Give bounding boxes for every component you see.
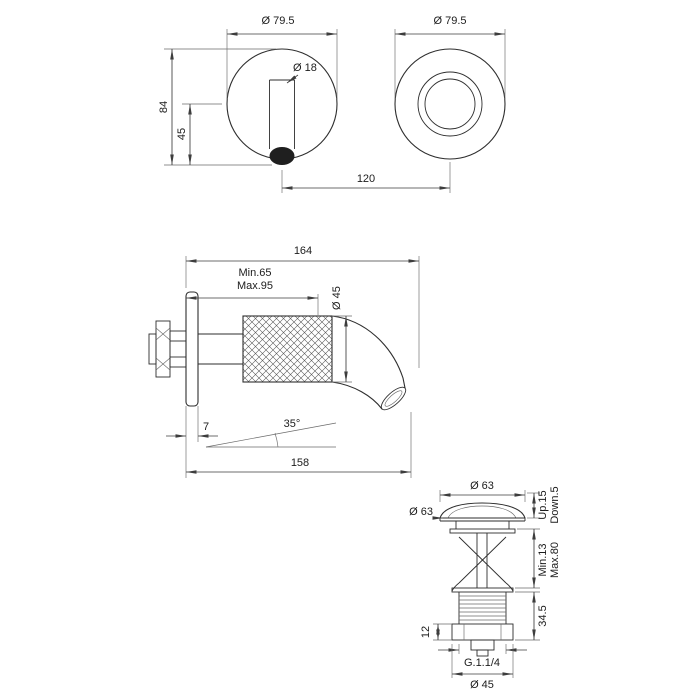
dim-cap-dia-top: Ø 63 bbox=[439, 480, 526, 502]
dim-label-plate-dia-right: Ø 79.5 bbox=[433, 15, 466, 27]
dim-label-cap-dia-top: Ø 63 bbox=[470, 480, 494, 492]
dim-length-total: 164 bbox=[185, 245, 420, 368]
dim-thread-length: 12 bbox=[420, 623, 452, 641]
drain-tail-tip bbox=[476, 649, 489, 657]
dim-label-height-84: 84 bbox=[158, 101, 170, 113]
dim-label-body-height: 34.5 bbox=[537, 605, 549, 626]
dim-label-plate-thickness: 7 bbox=[203, 421, 209, 433]
spout-front-view bbox=[226, 48, 338, 165]
dim-label-spout-dia: Ø 18 bbox=[293, 62, 317, 74]
drain-upper-flange bbox=[449, 528, 516, 534]
dim-label-spout-angle: 35° bbox=[284, 418, 301, 430]
dim-label-plate-dia-left: Ø 79.5 bbox=[261, 15, 294, 27]
knurled-body bbox=[242, 315, 333, 383]
handle-trim-plate bbox=[394, 48, 506, 160]
dim-height-84: 84 45 bbox=[158, 48, 276, 166]
dim-label-clamp-max: Max.80 bbox=[549, 542, 561, 578]
dim-nut-dia: Ø 45 bbox=[451, 644, 514, 691]
dim-label-nut-dia: Ø 45 bbox=[470, 679, 494, 691]
dim-label-thread-size: G.1.1/4 bbox=[464, 657, 500, 669]
dim-label-cap-dia-side: Ø 63 bbox=[409, 506, 433, 518]
drain-view bbox=[439, 502, 526, 657]
dim-thread-size: G.1.1/4 bbox=[438, 644, 527, 669]
dim-label-height-45: 45 bbox=[176, 128, 188, 140]
handle-ring bbox=[417, 71, 483, 137]
drain-cap-dome bbox=[439, 502, 526, 519]
side-view bbox=[148, 291, 407, 411]
dim-spout-reach: 158 bbox=[186, 412, 412, 478]
dim-spout-dia: Ø 18 bbox=[286, 62, 317, 84]
dim-label-spout-reach: 158 bbox=[291, 457, 309, 469]
dim-body-dia: Ø 45 bbox=[331, 286, 352, 383]
dim-label-length-total: 164 bbox=[294, 245, 312, 257]
handle-knob bbox=[424, 78, 476, 130]
handle-front-view bbox=[394, 48, 506, 160]
dim-clamp-range: Min.13 Max.80 bbox=[515, 528, 561, 589]
dim-label-wall-max: Max.95 bbox=[237, 280, 273, 292]
dim-label-body-dia: Ø 45 bbox=[331, 286, 343, 310]
spout-bottom-profile bbox=[331, 381, 383, 410]
spout-top-profile bbox=[331, 315, 406, 389]
dim-travel: Up.15 Down.5 bbox=[527, 486, 561, 524]
dim-wall-range: Min.65 Max.95 bbox=[186, 267, 319, 315]
dim-label-travel-up: Up.15 bbox=[537, 490, 549, 519]
dim-plate-thickness: 7 bbox=[166, 406, 218, 478]
dim-spout-angle: 35° bbox=[205, 418, 337, 448]
dim-label-center-distance: 120 bbox=[357, 173, 375, 185]
wall-plate bbox=[185, 291, 199, 407]
dim-label-thread-length: 12 bbox=[420, 626, 432, 638]
dim-body-height: 34.5 bbox=[515, 591, 549, 641]
drain-lower-flange bbox=[451, 587, 514, 593]
dim-plate-dia-right: Ø 79.5 bbox=[394, 15, 506, 99]
dim-label-wall-min: Min.65 bbox=[238, 267, 271, 279]
spout-outlet bbox=[269, 147, 295, 165]
dim-cap-dia-side: Ø 63 bbox=[409, 506, 443, 520]
dim-label-travel-down: Down.5 bbox=[549, 486, 561, 523]
dim-label-clamp-min: Min.13 bbox=[537, 543, 549, 576]
spout-mouth-inner bbox=[384, 390, 403, 407]
dim-center-distance: 120 bbox=[281, 162, 451, 193]
spout-mouth-outer bbox=[380, 386, 407, 411]
dim-plate-dia-left: Ø 79.5 bbox=[226, 15, 338, 99]
